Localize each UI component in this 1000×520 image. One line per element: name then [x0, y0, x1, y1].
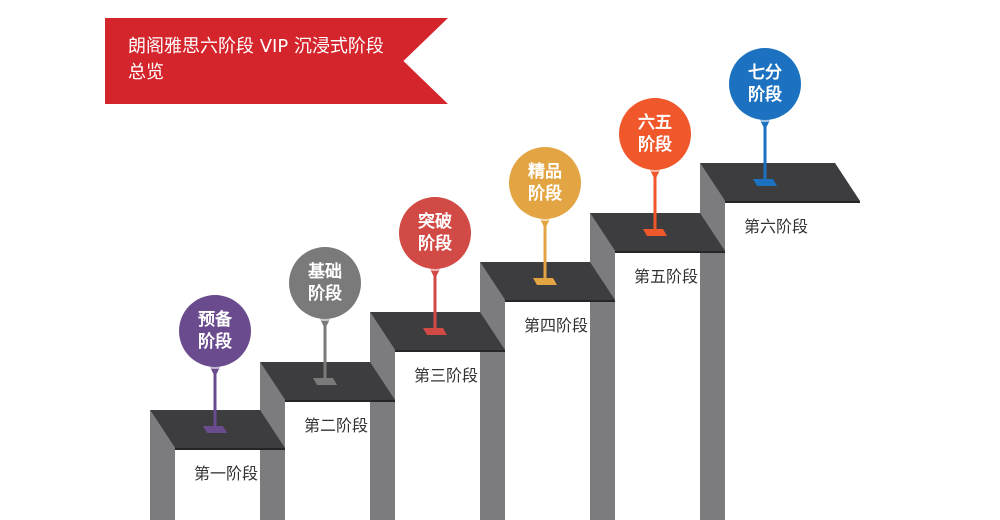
pin-label-line1: 突破: [418, 212, 452, 232]
pin-label: 七分阶段: [725, 62, 805, 106]
step-marker: [203, 426, 227, 433]
step-side: [590, 213, 615, 520]
pin-label-line1: 七分: [748, 63, 782, 83]
step-edge: [395, 350, 505, 352]
step-marker: [643, 229, 667, 236]
pin-label-line1: 六五: [638, 113, 672, 133]
step-top: [700, 163, 860, 201]
pin-label-line2: 阶段: [638, 135, 672, 155]
step-label: 第五阶段: [634, 267, 699, 286]
pin-label-line2: 阶段: [198, 332, 232, 352]
pin-label-line2: 阶段: [748, 85, 782, 105]
pin-label-line2: 阶段: [308, 284, 342, 304]
pin-label: 基础阶段: [285, 261, 365, 305]
step-label: 第二阶段: [304, 416, 369, 435]
pin-circle: [619, 98, 691, 170]
step-edge: [505, 300, 615, 302]
pin-circle: [729, 48, 801, 120]
pin-label-line1: 预备: [198, 310, 232, 330]
pin-label-line1: 基础: [308, 262, 342, 282]
step-label: 第三阶段: [414, 366, 479, 385]
step-edge: [285, 400, 395, 402]
pin-label-line2: 阶段: [528, 184, 562, 204]
pin-label-line1: 精品: [528, 162, 562, 182]
step-side: [150, 410, 175, 520]
step-label: 第四阶段: [524, 316, 589, 335]
step-label: 第一阶段: [194, 464, 259, 483]
title-banner-text: 朗阁雅思六阶段 VIP 沉浸式阶段 总览: [128, 36, 384, 83]
step-marker: [313, 378, 337, 385]
pin-label-line2: 阶段: [418, 234, 452, 254]
pin-circle: [289, 247, 361, 319]
pin-label: 突破阶段: [395, 211, 475, 255]
pin-circle: [399, 197, 471, 269]
step-side: [480, 262, 505, 520]
step-side: [700, 163, 725, 520]
pin-label: 精品阶段: [505, 161, 585, 205]
step-edge: [725, 201, 860, 203]
step-side: [370, 312, 395, 520]
step-edge: [615, 251, 725, 253]
step-marker: [533, 278, 557, 285]
step-marker: [753, 179, 777, 186]
step-marker: [423, 328, 447, 335]
pin-circle: [179, 295, 251, 367]
pin-circle: [509, 147, 581, 219]
step-edge: [175, 448, 285, 450]
title-banner: [105, 18, 448, 104]
pin-label: 六五阶段: [615, 112, 695, 156]
pin-label: 预备阶段: [175, 309, 255, 353]
step-label: 第六阶段: [744, 217, 809, 236]
